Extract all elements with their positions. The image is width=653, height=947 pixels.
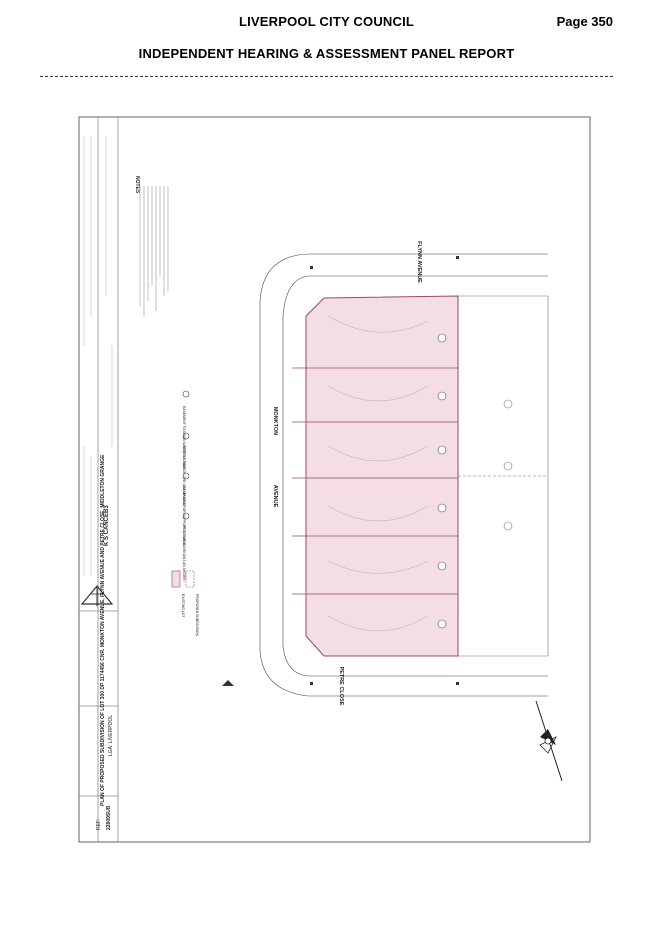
plan-title: PLAN OF PROPOSED SUBDIVISION OF LOT 300 … [100,454,106,806]
council-name: LIVERPOOL CITY COUNCIL [238,14,415,29]
survey-marks [222,256,459,686]
surveyor-logo [80,585,114,606]
easement-legend: EASEMENT TO DRAIN WATER 1.0 WIDE RESTRIC… [171,390,199,637]
street-monkton-2: AVENUE [272,485,278,508]
title-block: PLAN OF PROPOSED SUBDIVISION OF LOT 300 … [79,117,119,842]
header-divider [40,76,613,77]
page-number: Page 350 [556,14,613,29]
subdivision-plan: PLAN OF PROPOSED SUBDIVISION OF LOT 300 … [78,116,591,843]
street-petre: PETRE CLOSE [338,667,344,706]
adjoining-lots [458,295,549,657]
report-title: INDEPENDENT HEARING & ASSESSMENT PANEL R… [138,46,515,61]
road-reserves [259,253,548,697]
street-monkton-1: MONKTON [272,407,278,435]
legend-existing: EXISTING LOT [181,594,185,617]
lot-boundary [305,295,459,657]
ref-label: REF: [96,819,102,830]
firm-name: K S CANCEB3 [104,505,110,546]
easement-3: EASEMENT FOR SUPPORT 0.9 WIDE [182,486,186,546]
north-arrow-icon [535,700,563,782]
notes-column: NOTES [134,176,169,316]
legend-proposed: PROPOSED SUBDIVISION [195,594,199,637]
street-flynn: FLYNN AVENUE [416,241,422,283]
notes-heading: NOTES [134,176,140,194]
easement-4: POSITIVE COVENANT AS SHOWN [182,526,186,581]
plan-lga: LGA: LIVERPOOL [108,715,114,756]
ref-value: 22809SUB [106,805,112,830]
subdivision-lots [292,295,459,657]
easement-2: RESTRICTION ON THE USE OF LAND [182,446,186,507]
